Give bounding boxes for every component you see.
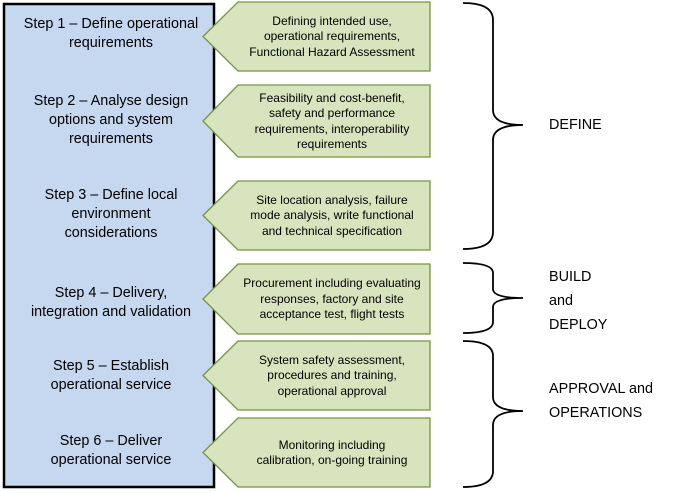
callout-arrow-step-3 xyxy=(202,180,431,251)
callout-arrow-step-1 xyxy=(202,1,431,72)
phase-build-deploy-label: BUILD and DEPLOY xyxy=(549,269,608,333)
phase-define-label: DEFINE xyxy=(549,117,602,133)
step-6-label: Step 6 – Deliver operational service xyxy=(50,433,172,468)
step-1-description: Defining intended use, operational requi… xyxy=(249,13,415,59)
step-5-description: System safety assessment, procedures and… xyxy=(258,352,406,398)
step-5-label: Step 5 – Establish operational service xyxy=(50,358,172,393)
brace-approval-operations xyxy=(462,340,524,488)
callout-arrow-step-4 xyxy=(202,263,431,335)
brace-define xyxy=(462,2,524,250)
step-3-label: Step 3 – Define local environment consid… xyxy=(44,187,178,241)
step-2-description: Feasibility and cost-benefit, safety and… xyxy=(254,90,410,152)
steps-panel-background xyxy=(2,2,216,489)
step-4-label: Step 4 – Delivery, integration and valid… xyxy=(30,285,191,320)
step-3-description: Site location analysis, failure mode ana… xyxy=(250,192,414,238)
brace-build-deploy xyxy=(462,262,524,334)
step-2-label: Step 2 – Analyse design options and syst… xyxy=(33,93,189,147)
step-6-description: Monitoring including calibration, on-goi… xyxy=(256,437,408,468)
callout-arrow-step-2 xyxy=(202,84,431,158)
step-4-description: Procurement including evaluating respons… xyxy=(243,276,421,322)
callout-arrow-step-6 xyxy=(202,417,431,488)
phase-approval-operations-label: APPROVAL and OPERATIONS xyxy=(549,381,653,421)
callout-arrow-step-5 xyxy=(202,340,431,411)
step-1-label: Step 1 – Define operational requirements xyxy=(23,16,199,51)
